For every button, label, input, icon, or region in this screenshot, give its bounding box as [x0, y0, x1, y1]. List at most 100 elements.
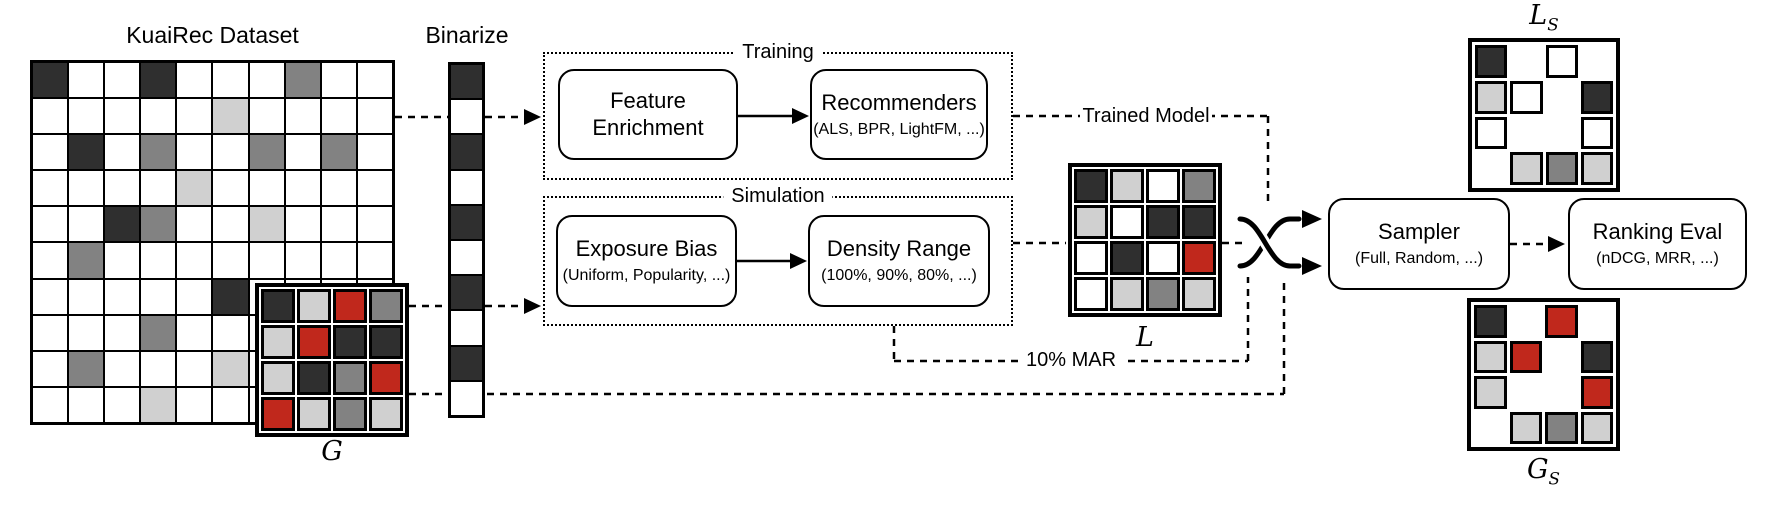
matrix-cell	[284, 206, 321, 243]
matrix-cell	[32, 170, 69, 207]
sampler-title: Sampler	[1378, 219, 1460, 245]
matrix-cell	[450, 204, 483, 240]
matrix-cell	[369, 325, 403, 359]
matrix-cell	[320, 206, 357, 243]
matrix-cell	[261, 397, 295, 431]
matrix-cell	[32, 242, 69, 279]
recommenders-subtitle: (ALS, BPR, LightFM, ...)	[813, 120, 985, 138]
recommenders-title: Recommenders	[821, 89, 977, 115]
matrix-cell	[212, 134, 249, 171]
matrix-cell	[320, 242, 357, 279]
matrix-cell	[333, 289, 367, 323]
matrix-cell	[68, 170, 105, 207]
matrix-cell-empty	[1546, 81, 1578, 114]
matrix-cell	[176, 350, 213, 387]
matrix-cell	[32, 314, 69, 351]
matrix-cell	[68, 206, 105, 243]
matrix-cell	[1146, 169, 1180, 203]
matrix-cell	[1475, 80, 1508, 114]
trained-model-label: Trained Model	[1080, 104, 1212, 129]
matrix-cell	[356, 206, 393, 243]
matrix-cell	[176, 62, 213, 99]
matrix-cell	[176, 206, 213, 243]
matrix-cell	[68, 314, 105, 351]
g-matrix-label: G	[321, 436, 343, 467]
matrix-cell	[1074, 241, 1108, 275]
matrix-cell	[32, 98, 69, 135]
matrix-cell	[356, 98, 393, 135]
matrix-cell	[1110, 169, 1144, 203]
matrix-cell	[1110, 205, 1144, 239]
ranking-eval-title: Ranking Eval	[1592, 219, 1723, 245]
matrix-cell	[248, 242, 285, 279]
simulation-container-label: Simulation	[723, 185, 833, 208]
matrix-cell	[450, 240, 483, 276]
mar-label: 10% MAR	[1020, 348, 1122, 373]
arrow-feature-to-recommenders	[792, 108, 809, 124]
sampler-node: Sampler (Full, Random, ...)	[1328, 198, 1510, 290]
matrix-cell	[248, 98, 285, 135]
matrix-cell	[1074, 169, 1108, 203]
matrix-cell	[212, 170, 249, 207]
matrix-cell	[261, 289, 295, 323]
matrix-cell	[1545, 305, 1578, 338]
matrix-cell	[212, 206, 249, 243]
simulation-container: Simulation	[543, 185, 1013, 326]
matrix-cell	[140, 278, 177, 315]
matrix-cell	[450, 310, 483, 346]
gs-matrix-label: GS	[1526, 454, 1561, 489]
ls-matrix-label: LS	[1529, 0, 1559, 35]
matrix-cell	[1545, 45, 1578, 78]
matrix-cell	[1580, 411, 1613, 444]
matrix-cell	[140, 134, 177, 171]
matrix-cell	[176, 98, 213, 135]
matrix-cell	[356, 242, 393, 279]
matrix-cell	[32, 206, 69, 243]
matrix-cell	[68, 386, 105, 423]
matrix-cell	[1182, 241, 1216, 275]
recommenders-node: Recommenders (ALS, BPR, LightFM, ...)	[810, 69, 988, 160]
matrix-cell	[68, 350, 105, 387]
matrix-cell	[212, 314, 249, 351]
l-matrix-label: L	[1136, 322, 1154, 353]
matrix-cell	[1474, 376, 1507, 409]
matrix-cell	[1580, 152, 1613, 185]
arrow-into-simulation	[524, 298, 541, 314]
matrix-cell-empty	[1510, 305, 1543, 338]
matrix-cell	[1146, 277, 1180, 311]
matrix-cell	[176, 242, 213, 279]
shuffle-crossing-icon	[1237, 210, 1322, 275]
matrix-cell	[68, 134, 105, 171]
exposure-bias-subtitle: (Uniform, Popularity, ...)	[562, 267, 731, 285]
matrix-cell	[248, 206, 285, 243]
matrix-cell	[140, 386, 177, 423]
matrix-cell	[261, 325, 295, 359]
matrix-cell	[104, 386, 141, 423]
matrix-cell	[1110, 277, 1144, 311]
matrix-cell	[212, 386, 249, 423]
training-container-label: Training	[734, 41, 822, 64]
ranking-eval-subtitle: (nDCG, MRR, ...)	[1596, 250, 1719, 268]
matrix-cell	[1074, 277, 1108, 311]
arrowheads	[524, 108, 1565, 314]
matrix-cell	[320, 134, 357, 171]
matrix-cell	[320, 98, 357, 135]
matrix-cell	[1182, 277, 1216, 311]
matrix-cell	[297, 361, 331, 395]
sampler-subtitle: (Full, Random, ...)	[1354, 250, 1484, 268]
matrix-cell	[1545, 152, 1578, 185]
density-range-subtitle: (100%, 90%, 80%, ...)	[821, 267, 977, 285]
matrix-cell	[1074, 205, 1108, 239]
matrix-cell	[32, 134, 69, 171]
exposure-bias-node: Exposure Bias (Uniform, Popularity, ...)	[556, 215, 737, 307]
matrix-cell	[1509, 411, 1542, 444]
matrix-cell	[356, 62, 393, 99]
feature-enrichment-node: Feature Enrichment	[558, 69, 738, 160]
matrix-cell	[248, 62, 285, 99]
matrix-cell	[68, 98, 105, 135]
matrix-cell	[1474, 340, 1507, 373]
matrix-cell	[450, 99, 483, 135]
matrix-cell	[212, 62, 249, 99]
matrix-cell	[140, 350, 177, 387]
